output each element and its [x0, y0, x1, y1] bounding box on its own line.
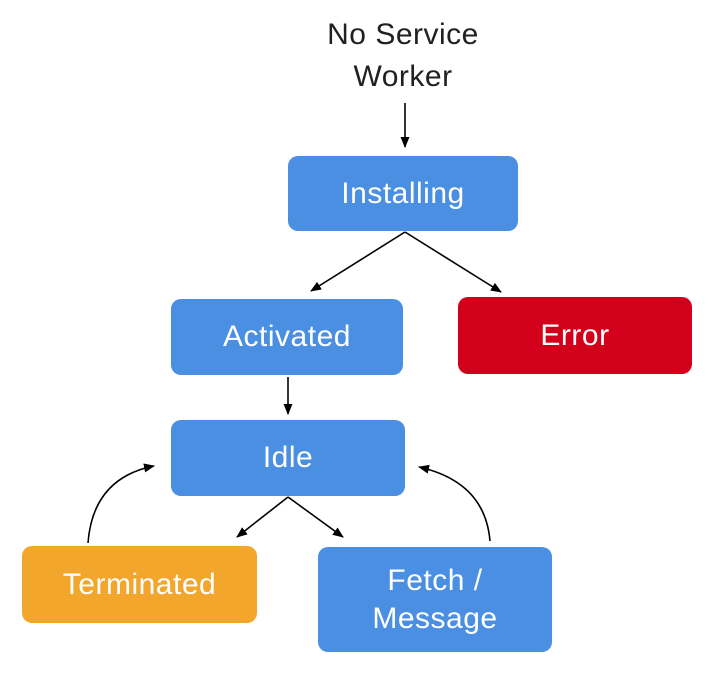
diagram-title: No Service Worker: [253, 14, 553, 98]
node-terminated: Terminated: [22, 546, 257, 623]
node-activated: Activated: [171, 299, 403, 375]
arrow-idle-to-terminated: [236, 496, 289, 538]
arrow-installing-to-activated: [310, 231, 406, 292]
arrow-fetch-message-to-idle: [418, 464, 491, 542]
node-fetch-message-line2: Message: [372, 601, 498, 635]
diagram-title-line2: Worker: [353, 60, 453, 93]
node-installing: Installing: [288, 156, 518, 231]
node-fetch-message-line1: Fetch /: [387, 563, 483, 597]
arrow-terminated-to-idle: [87, 463, 155, 544]
node-fetch-message: Fetch / Message: [318, 547, 552, 652]
arrow-installing-to-error: [404, 231, 502, 293]
node-error: Error: [458, 297, 692, 374]
node-idle: Idle: [171, 420, 405, 496]
arrow-idle-to-fetch-message: [287, 496, 344, 538]
diagram-title-line1: No Service: [327, 18, 479, 51]
